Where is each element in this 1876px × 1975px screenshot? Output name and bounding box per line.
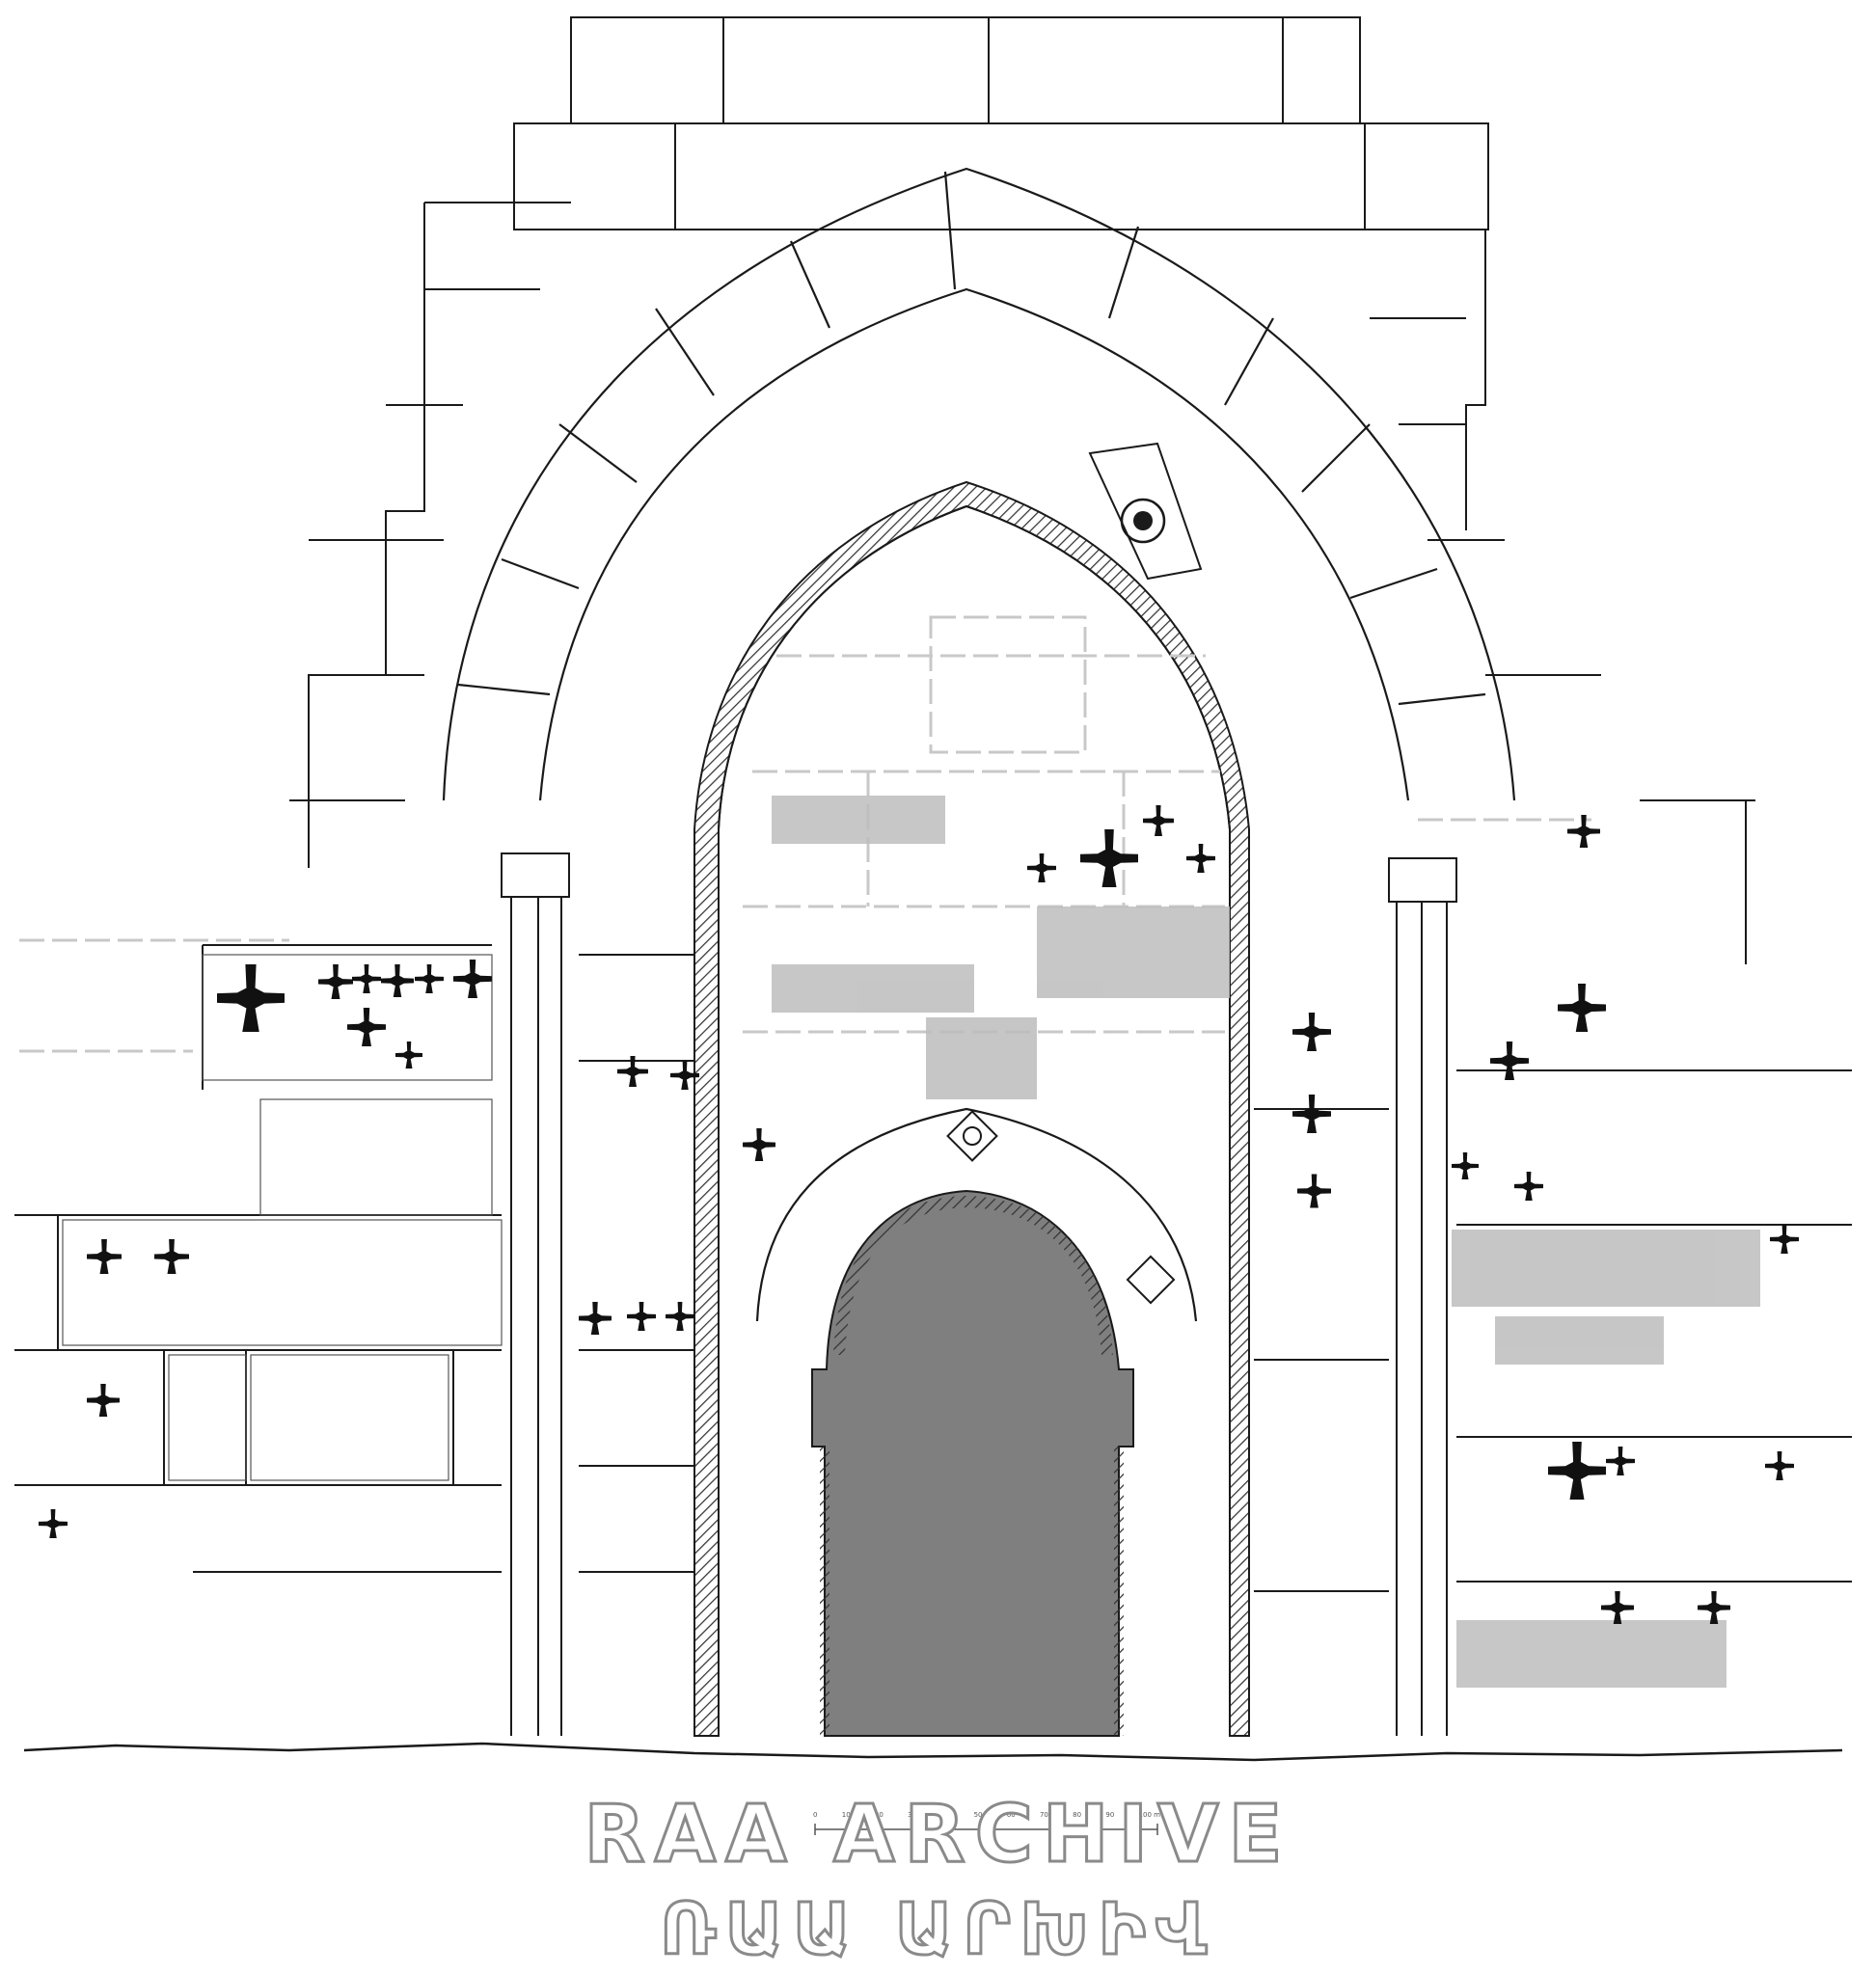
cross-icon [743, 1128, 775, 1161]
right-column [1388, 857, 1457, 1736]
cross-icon [39, 1509, 68, 1538]
cross-icon [381, 964, 414, 997]
cross-icon [666, 1302, 694, 1331]
cross-icon [1292, 1013, 1331, 1051]
scale-bar-labels: 0 10 20 30 40 50 60 70 80 90 100 m [813, 1811, 1160, 1819]
upper-masonry [289, 16, 1755, 964]
cross-icon [627, 1302, 656, 1331]
cross-icon [415, 964, 444, 993]
inscription-panels [772, 796, 1760, 1688]
cross-icon [217, 964, 285, 1032]
cross-icon [1606, 1447, 1635, 1475]
cross-icon [1514, 1172, 1543, 1201]
rosette-relief [1088, 442, 1203, 581]
cross-icon [1297, 1174, 1331, 1208]
inner-arch [693, 480, 1250, 1737]
scale-label: 0 [813, 1811, 818, 1819]
cross-icon [1601, 1591, 1634, 1624]
scale-label: 100 m [1138, 1811, 1160, 1819]
cross-icon [87, 1239, 122, 1274]
cross-icon [1765, 1451, 1794, 1480]
cross-icon [352, 964, 381, 993]
scale-label: 40 [940, 1811, 950, 1819]
cross-icon [1548, 1442, 1606, 1500]
scale-label: 10 [841, 1811, 851, 1819]
scale-label: 60 [1006, 1811, 1016, 1819]
scale-label: 70 [1039, 1811, 1048, 1819]
scale-label: 80 [1073, 1811, 1082, 1819]
cross-icon [1292, 1095, 1331, 1133]
cross-icon [453, 960, 492, 998]
inscription-panels-left [62, 954, 503, 1481]
left-column [501, 852, 570, 1736]
doorway [755, 1107, 1198, 1737]
watermark-armenian: ՌԱԱ ԱՐԽԻՎ [659, 1887, 1216, 1973]
cross-icon [1452, 1152, 1479, 1179]
cross-icon [347, 1008, 386, 1046]
scale-label: 30 [908, 1811, 917, 1819]
cross-icon [1698, 1591, 1730, 1624]
cross-icon [1558, 984, 1606, 1032]
cross-icon [395, 1042, 422, 1069]
scale-label: 50 [973, 1811, 983, 1819]
cross-icon [154, 1239, 189, 1274]
watermark-latin: RAA ARCHIVE [583, 1788, 1292, 1882]
cross-icon [87, 1384, 120, 1417]
cross-icon [1027, 853, 1056, 882]
scale-label: 20 [874, 1811, 884, 1819]
diamond-ornament-icon [946, 1110, 998, 1162]
cross-icon [1186, 844, 1215, 873]
cross-icon [1490, 1042, 1529, 1080]
cross-icon [1080, 829, 1138, 887]
ground-line [23, 1742, 1843, 1762]
scale-bar [814, 1824, 1158, 1835]
cross-icon [318, 964, 353, 999]
cross-icon [1770, 1225, 1799, 1254]
cross-icon [579, 1302, 612, 1335]
diamond-inscription-tile [1126, 1255, 1176, 1305]
cross-icon [1143, 805, 1174, 836]
outer-arch [442, 167, 1516, 801]
scale-label: 90 [1105, 1811, 1115, 1819]
